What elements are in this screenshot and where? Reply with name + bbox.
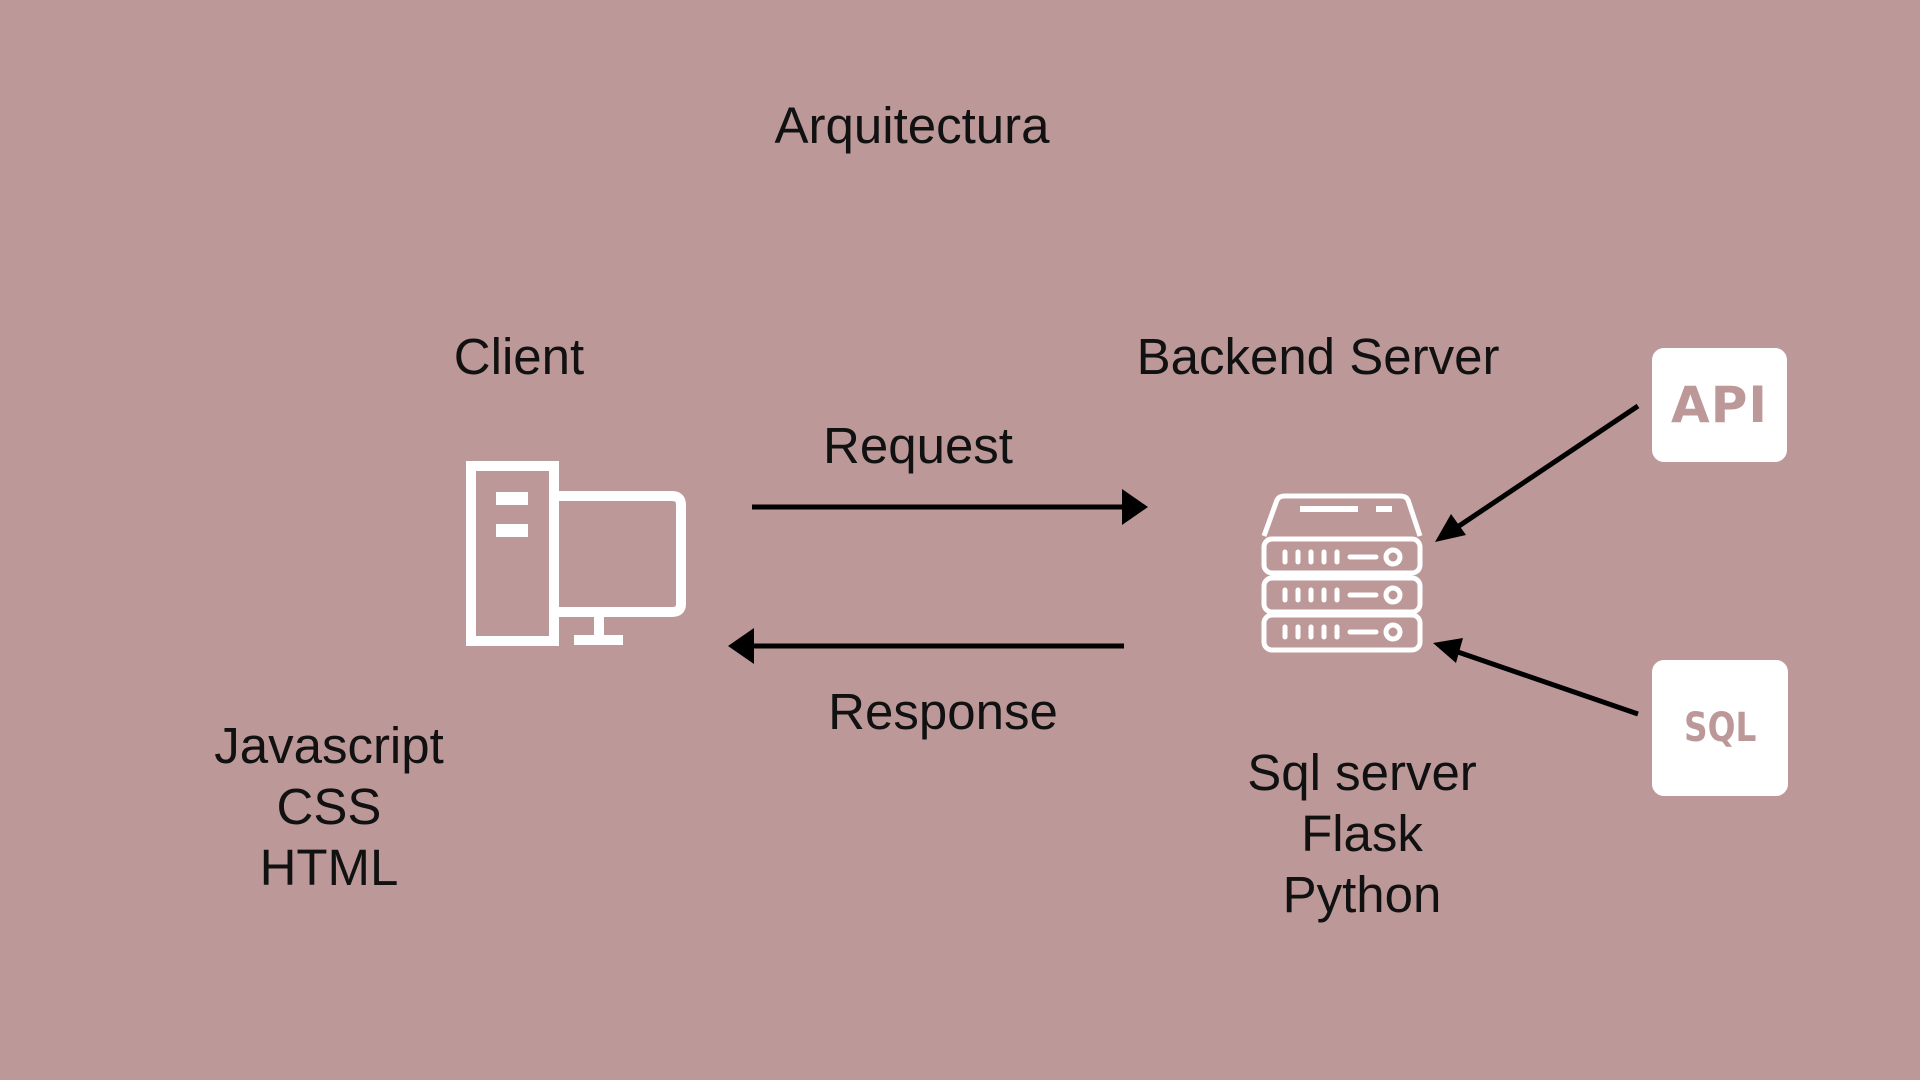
server-label: Backend Server <box>1136 328 1500 385</box>
api-badge-label: API <box>1671 376 1768 434</box>
client-tech-item: HTML <box>259 839 399 896</box>
response-arrow <box>728 628 1124 664</box>
server-tech-list: Sql server Flask Python <box>1247 742 1477 925</box>
client-tech-item: Javascript <box>214 717 444 774</box>
sql-to-server-arrow <box>1433 638 1639 717</box>
request-arrow <box>752 489 1148 525</box>
request-label: Request <box>823 417 1013 474</box>
server-tech-item: Sql server <box>1247 744 1477 801</box>
api-to-server-arrow <box>1435 403 1640 542</box>
client-tech-list: Javascript CSS HTML <box>214 715 444 898</box>
sql-badge: SQL <box>1652 660 1788 796</box>
diagram-title: Arquitectura <box>774 97 1050 154</box>
sql-badge-label: SQL <box>1683 705 1757 751</box>
client-tech-item: CSS <box>276 778 382 835</box>
server-stack-icon <box>1261 493 1423 653</box>
api-badge: API <box>1652 348 1787 462</box>
server-tech-item: Python <box>1282 866 1442 923</box>
client-label: Client <box>453 328 585 385</box>
response-label: Response <box>828 683 1058 740</box>
desktop-computer-icon <box>466 461 686 646</box>
server-tech-item: Flask <box>1301 805 1423 862</box>
